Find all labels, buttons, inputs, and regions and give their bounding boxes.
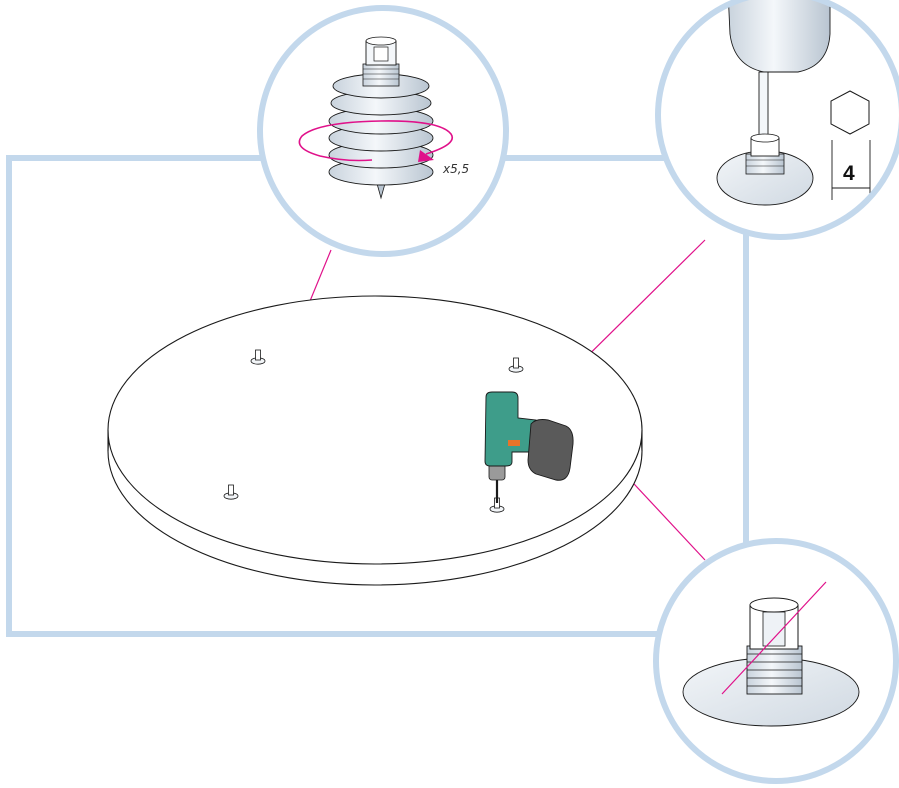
hexagon-icon <box>830 90 870 135</box>
magnifier-thread-detail: x5,5 <box>257 5 509 257</box>
tool-size-label: 4 <box>843 162 855 185</box>
hex-key-icon <box>758 71 769 145</box>
table-top <box>107 295 643 586</box>
magnifier-hexkey-detail: 4 <box>655 0 899 240</box>
cordless-drill-icon <box>484 391 574 503</box>
alignment-guide-line <box>721 581 827 695</box>
connector-small-3 <box>223 484 239 500</box>
rotate-arrow-icon <box>298 120 453 162</box>
magnifier-ring-right <box>655 0 899 240</box>
magnifier-ring-top <box>257 5 509 257</box>
repeat-count-label: x5,5 <box>442 162 469 176</box>
connector-small-1 <box>250 349 266 365</box>
magnifier-connector-detail <box>653 538 899 784</box>
magnifier-ring-bottom <box>653 538 899 784</box>
connector-small-2 <box>508 357 524 373</box>
